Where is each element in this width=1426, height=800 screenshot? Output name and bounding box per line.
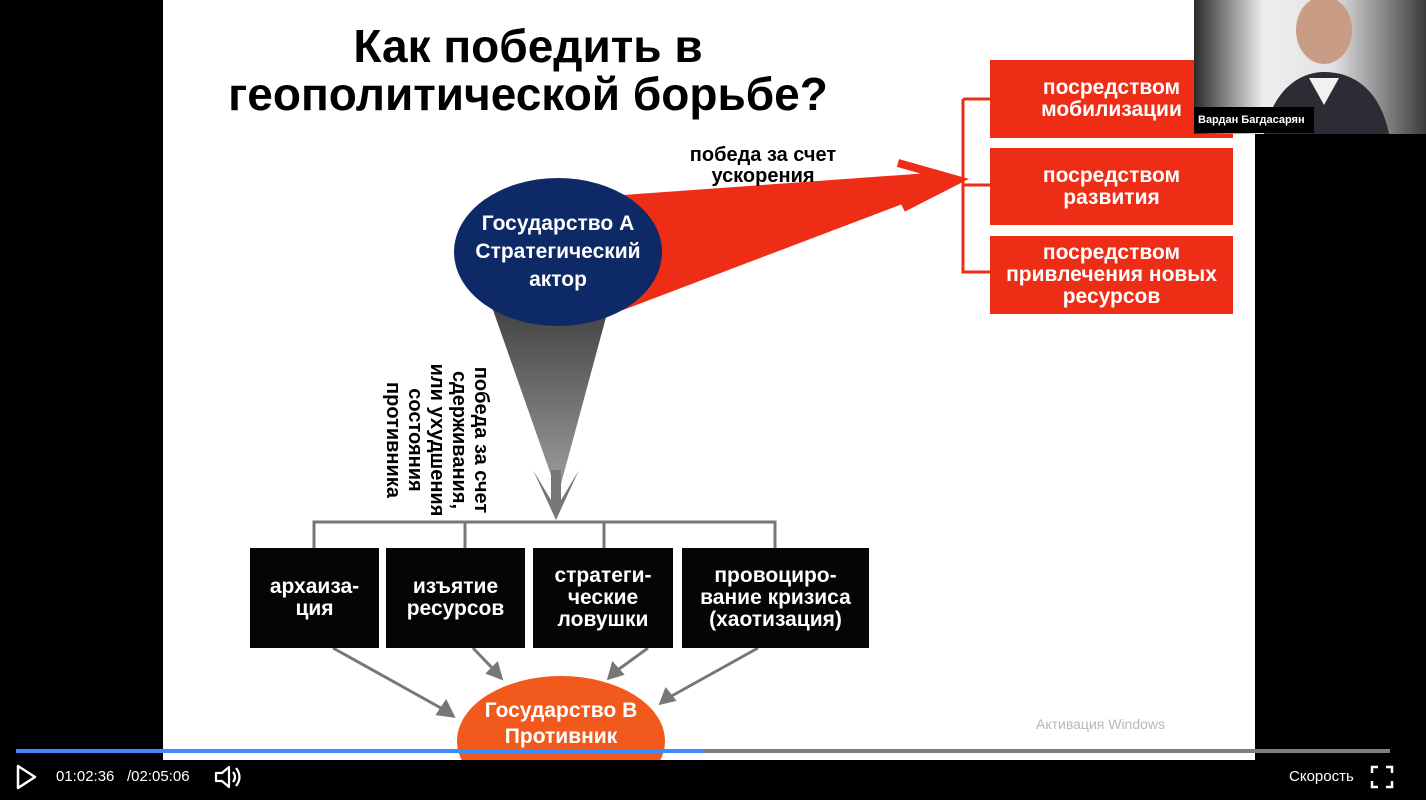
fullscreen-icon — [1370, 765, 1394, 789]
deterrence-arrowhead — [533, 470, 579, 520]
red-box-new-resources: посредством привлечения новых ресурсов — [990, 236, 1233, 314]
black-box-strategic-traps-text: стратеги-ческие ловушки — [554, 564, 652, 631]
slide: Как победить в геополитической борьбе? — [163, 0, 1255, 760]
black-box-resource-seizure-text: изъятие ресурсов — [406, 575, 505, 620]
ellipse-state-a: Государство А Стратегический актор — [454, 178, 662, 326]
play-button[interactable] — [12, 763, 38, 791]
slide-title: Как победить в геополитической борьбе? — [228, 20, 828, 120]
black-box-archaization-text: архаиза-ция — [269, 575, 360, 620]
speaker-webcam: Вардан Багдасарян — [1194, 0, 1426, 134]
player-controls: 01:02:36 /02:05:06 Скорость — [0, 753, 1426, 800]
deterrence-label: победа за счет сдерживания, или ухудшени… — [382, 363, 492, 517]
deterrence-cone — [493, 310, 608, 495]
progress-bar[interactable] — [16, 749, 1390, 753]
progress-fill — [16, 749, 703, 753]
black-bracket — [312, 520, 777, 548]
red-box-new-resources-text: посредством привлечения новых ресурсов — [1006, 241, 1217, 308]
red-bracket — [961, 97, 990, 274]
ellipse-state-b-text: Государство В Противник — [484, 699, 638, 748]
volume-button[interactable] — [213, 763, 243, 791]
converging-arrows — [332, 646, 759, 718]
black-box-resource-seizure: изъятие ресурсов — [386, 548, 525, 648]
speaker-icon — [214, 765, 241, 789]
black-box-archaization: архаиза-ция — [250, 548, 379, 648]
speaker-name-badge: Вардан Багдасарян — [1194, 107, 1314, 133]
acceleration-arrowhead — [896, 159, 969, 212]
red-box-mobilization: посредством мобилизации — [990, 60, 1233, 138]
red-box-mobilization-text: посредством мобилизации — [1041, 76, 1182, 121]
ellipse-state-a-text: Государство А Стратегический актор — [475, 212, 641, 291]
fullscreen-button[interactable] — [1370, 765, 1394, 789]
acceleration-label: победа за счет ускорения — [689, 144, 837, 187]
red-box-development-text: посредством развития — [1042, 163, 1181, 209]
acceleration-wedge — [623, 172, 958, 310]
black-box-crisis-provocation: провоциро-вание кризиса (хаотизация) — [682, 548, 869, 648]
total-time: /02:05:06 — [127, 768, 190, 785]
windows-activation-watermark: Активация Windows — [1036, 716, 1166, 732]
play-icon — [16, 764, 37, 790]
current-time: 01:02:36 — [56, 768, 115, 785]
black-box-crisis-provocation-text: провоциро-вание кризиса (хаотизация) — [700, 564, 851, 631]
speed-button[interactable]: Скорость — [1289, 768, 1354, 785]
black-box-strategic-traps: стратеги-ческие ловушки — [533, 548, 673, 648]
diagram — [312, 97, 990, 718]
red-box-development: посредством развития — [990, 148, 1233, 225]
